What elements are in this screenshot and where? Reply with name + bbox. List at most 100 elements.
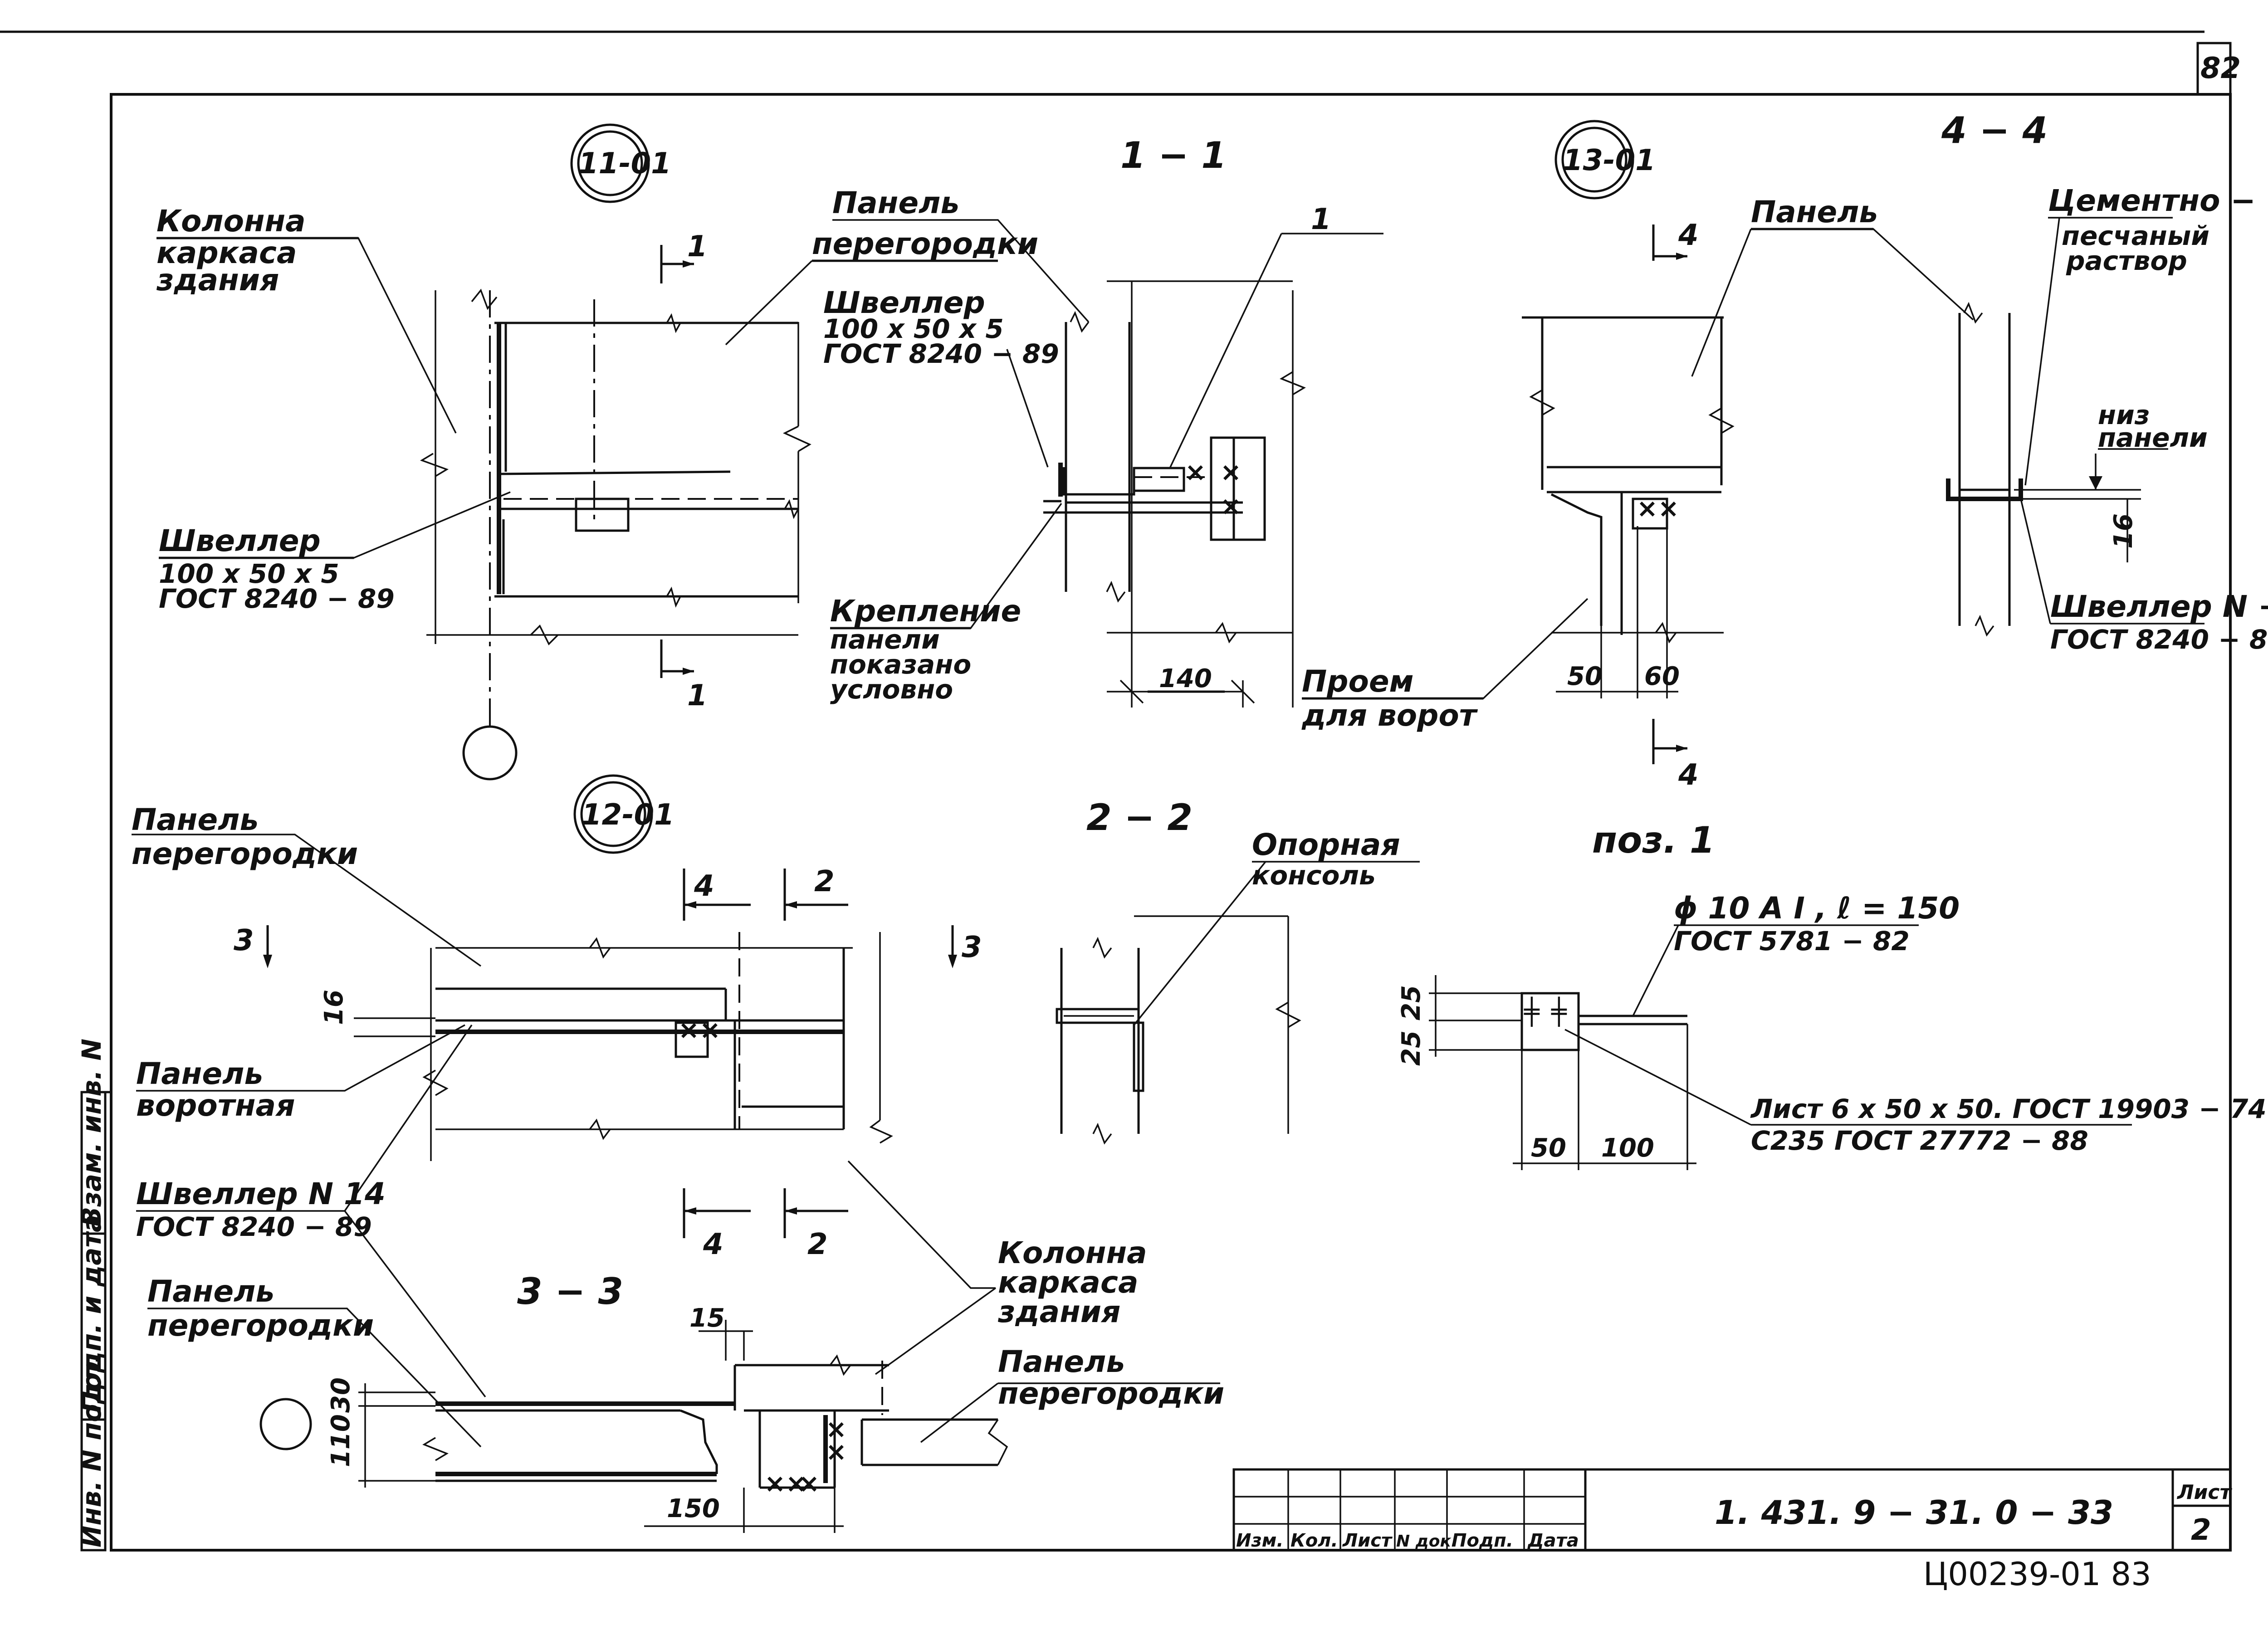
label-shveller-n14-right: Швеллер N − 14 [2050,589,2268,624]
svg-text:×: × [1220,492,1242,521]
detail-11-01-plan: 1 1 [159,230,811,781]
label-kreplenie: Крепление [830,594,1021,629]
label-opornaya: Опорная [1252,827,1400,862]
stamp-vzam: Взам. инв. N [76,1039,107,1227]
label-tsement-b: песчаный [2062,220,2209,251]
dim-50: 50 [1567,662,1603,691]
label-panel-peregorodki-1: Панель [832,185,959,220]
tb-header-kol: Кол. [1290,1530,1338,1551]
dim-60: 60 [1644,662,1680,691]
section-2-2-drawing [1056,861,1420,1145]
dim-110: 110 [326,1414,356,1467]
svg-text:××: ×× [764,1469,807,1498]
dim-50-poz: 50 [1531,1133,1566,1163]
label-niz-b: панели [2098,422,2208,453]
label-kreplenie-b: панели [830,624,940,655]
svg-text:4: 4 [1678,219,1699,252]
detail-marker-11-01: 11-01 [570,123,671,203]
label-niz: низ [2098,400,2150,430]
detail-13-01-drawing: Панель ×× 50 60 4 4 [1302,195,1974,792]
label-shveller-1: Швеллер [159,523,321,558]
label-tsement: Цементно − [2048,183,2256,218]
label-shveller-n14-left-gost: ГОСТ 8240 − 89 [136,1211,372,1242]
tb-sheet-number: 2 [2191,1513,2211,1547]
side-stamp: Взам. инв. N Подп. и дата Инв. N подл. [76,1039,111,1552]
svg-text:1: 1 [687,230,708,264]
poz-1-drawing: ╪ ╪ 25 25 50 100 [1397,924,2132,1170]
section-title-2-2: 2 − 2 [1086,796,1193,839]
svg-text:4: 4 [703,1228,723,1261]
svg-text:×: × [826,1415,847,1444]
tb-header-list: Лист [1342,1530,1393,1551]
tb-header-podp: Подп. [1452,1530,1513,1551]
label-panel-peregorodki-3b: перегородки [147,1308,374,1343]
stamp-podp: Подп. и дата [76,1215,107,1413]
label-shveller-1-gost: ГОСТ 8240 − 89 [159,583,395,614]
section-title-poz: поз. 1 [1592,819,1715,861]
svg-text:××: ×× [1637,494,1679,523]
label-zdaniya-1: здания [156,263,279,298]
label-kolonna-2: Колонна [998,1235,1147,1270]
dim-16-left: 16 [319,990,349,1025]
dim-25-b: 25 [1397,1030,1426,1066]
label-proem-b: для ворот [1301,698,1478,733]
svg-text:4: 4 [1678,758,1699,792]
svg-text:2: 2 [807,1228,828,1261]
label-zdaniya-2: здания [997,1294,1120,1329]
label-shveller-2-size: 100 x 50 x 5 [823,313,1004,344]
label-opornaya-b: консоль [1252,860,1376,891]
label-shveller-n14-right-gost: ГОСТ 8240 − 89 [2050,624,2268,655]
section-1-1-drawing: Панель перегородки × × × 140 1 [725,185,1383,708]
label-rebar-gost: ГОСТ 5781 − 82 [1674,926,1910,957]
tb-header-ndok: N док. [1396,1532,1457,1551]
section-title-1-1: 1 − 1 [1120,134,1227,176]
label-tsement-c: раствор [2066,245,2187,276]
section-mark-1-callout: 1 [1311,203,1331,236]
section-4-4-drawing: 16 [1946,217,2204,637]
dim-30: 30 [326,1377,356,1413]
section-title-3-3: 3 − 3 [517,1270,623,1313]
svg-text:╪: ╪ [1551,996,1567,1027]
label-shveller-2-gost: ГОСТ 8240 − 89 [823,338,1059,369]
dim-15: 15 [689,1303,725,1333]
label-panel-peregorodki-2: Панель [132,802,259,837]
label-panel-peregorodki-4: Панель [998,1344,1125,1379]
svg-text:11-01: 11-01 [578,147,671,181]
label-panel-peregorodki-4b: перегородки [998,1376,1224,1411]
tb-sheet-label: Лист [2176,1481,2232,1504]
svg-text:×: × [798,1469,820,1498]
label-kolonna-1: Колонна [156,204,306,239]
label-list-b: С235 ГОСТ 27772 − 88 [1751,1125,2088,1156]
stamp-inv: Инв. N подл. [76,1353,107,1547]
svg-text:13-01: 13-01 [1563,144,1656,177]
label-panel-vorotnaya-b: воротная [136,1088,295,1123]
detail-12-01-drawing: Панель перегородки ×× 16 4 2 4 [132,802,982,1398]
tb-header-izm: Изм. [1236,1530,1284,1551]
page-number: 82 [2200,52,2241,85]
label-panel-peregorodki-2b: перегородки [132,836,358,871]
dim-150: 150 [667,1494,720,1523]
label-panel-peregorodki-3: Панель [147,1274,274,1309]
section-3-3-drawing: Панель перегородки × × ×× × 15 30 [147,1160,1220,1533]
label-karkasa-2: каркаса [998,1265,1139,1300]
dim-100: 100 [1601,1133,1654,1163]
dim-140: 140 [1159,664,1212,693]
label-shveller-n14-left: Швеллер N 14 [136,1176,386,1211]
sheet-frame: 82 [0,30,2241,1552]
label-rebar: ϕ 10 A I , ℓ = 150 [1674,891,1960,926]
tb-header-data: Дата [1527,1530,1579,1551]
tb-designation: 1. 431. 9 − 31. 0 − 33 [1715,1493,2113,1532]
section-title-4-4: 4 − 4 [1941,109,2048,151]
svg-text:××: ×× [678,1015,721,1045]
svg-text:3: 3 [962,931,982,964]
svg-text:╪: ╪ [1524,996,1540,1027]
label-panel-3: Панель [1751,195,1878,229]
label-proem: Проем [1302,664,1414,699]
label-shveller-1-size: 100 x 50 x 5 [159,558,339,589]
dim-16-right: 16 [2109,513,2138,549]
svg-text:×: × [826,1437,847,1467]
label-kreplenie-c: показано [830,649,971,680]
svg-text:2: 2 [814,865,835,898]
label-karkasa-1: каркаса [156,235,297,270]
